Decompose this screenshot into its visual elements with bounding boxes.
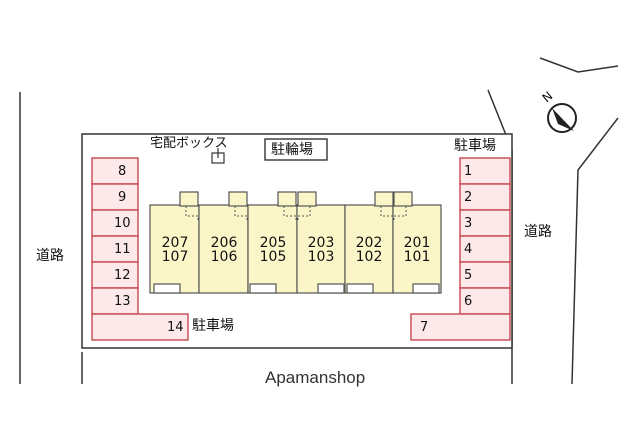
parking-number-4: 4 xyxy=(464,242,473,257)
parking-number-7: 7 xyxy=(420,320,429,335)
parking-number-10: 10 xyxy=(114,216,131,231)
parking-number-9: 9 xyxy=(118,190,127,205)
brand-watermark: Apamanshop xyxy=(265,368,366,387)
parking-number-3: 3 xyxy=(464,216,473,231)
north-compass-icon xyxy=(547,103,577,133)
parking-space-1 xyxy=(459,157,511,185)
balcony-201 xyxy=(412,283,440,294)
unit-block-205 xyxy=(247,204,298,294)
stair-marks xyxy=(185,206,407,222)
delivery-box-label: 宅配ボックス xyxy=(150,136,228,151)
parking-space-14 xyxy=(91,313,189,341)
parking-right-column xyxy=(410,157,511,341)
parking-space-7 xyxy=(410,313,511,341)
entrance-203 xyxy=(297,191,317,207)
parking-label-top: 駐車場 xyxy=(454,138,496,154)
entrance-205 xyxy=(277,191,297,207)
entrance-202 xyxy=(374,191,394,207)
parking-number-6: 6 xyxy=(464,294,473,309)
parking-space-2 xyxy=(459,183,511,211)
parking-space-3 xyxy=(459,209,511,237)
parking-space-6 xyxy=(459,287,511,315)
parking-number-8: 8 xyxy=(118,164,127,179)
parking-space-11 xyxy=(91,235,139,263)
road-right-outer-edge xyxy=(571,117,619,385)
parking-space-12 xyxy=(91,261,139,289)
parking-number-11: 11 xyxy=(114,242,131,257)
delivery-box-icon xyxy=(211,148,225,164)
parking-number-12: 12 xyxy=(114,268,131,283)
balcony-207 xyxy=(153,283,181,294)
parking-space-9 xyxy=(91,183,139,211)
parking-space-4 xyxy=(459,235,511,263)
road-top-right-edge xyxy=(539,57,619,73)
balcony-203 xyxy=(317,283,345,294)
balcony-202 xyxy=(346,283,374,294)
unit-block-202 xyxy=(344,204,394,294)
parking-left-column xyxy=(91,157,189,341)
parking-space-13 xyxy=(91,287,139,315)
balcony-205 xyxy=(249,283,277,294)
bicycle-parking-box xyxy=(264,138,328,161)
parking-number-13: 13 xyxy=(114,294,131,309)
road-right-label: 道路 xyxy=(524,224,552,240)
bicycle-parking-label: 駐輪場 xyxy=(271,142,313,158)
parking-number-14: 14 xyxy=(167,320,184,335)
unit-block-203 xyxy=(296,204,346,294)
road-left-label: 道路 xyxy=(36,248,64,264)
parking-space-8 xyxy=(91,157,139,185)
building xyxy=(149,191,442,294)
entrance-201 xyxy=(393,191,413,207)
entrance-207 xyxy=(179,191,199,207)
parking-number-1: 1 xyxy=(464,164,473,179)
parking-label-bottom: 駐車場 xyxy=(192,318,234,334)
entrance-206 xyxy=(228,191,248,207)
parking-number-5: 5 xyxy=(464,268,473,283)
parking-number-2: 2 xyxy=(464,190,473,205)
